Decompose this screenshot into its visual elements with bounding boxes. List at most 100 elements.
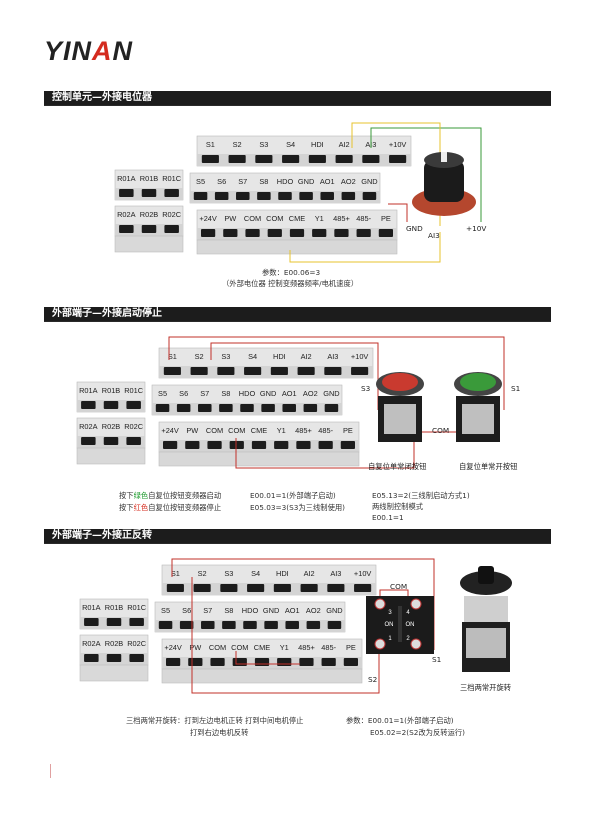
param-b2: 两线制控制模式 <box>372 502 424 511</box>
terminal-label: 485- <box>356 214 371 223</box>
terminal-label: HDI <box>273 352 286 361</box>
terminal-label: S3 <box>259 140 268 149</box>
screw-hole <box>103 401 119 409</box>
screw-hole <box>300 584 318 592</box>
terminal-label: R01B <box>105 603 124 612</box>
terminal-label: GND <box>361 177 377 186</box>
screw-hole <box>214 192 229 200</box>
brand-logo: YINAN <box>44 36 134 66</box>
s1-label: S1 <box>511 384 521 393</box>
screw-hole <box>327 584 345 592</box>
terminal-label: S8 <box>224 606 233 615</box>
terminal-label: S1 <box>168 352 177 361</box>
terminal-label: R01C <box>162 174 182 183</box>
terminal-label: R02B <box>105 639 124 648</box>
switch-screw <box>374 598 386 610</box>
screw-hole <box>282 155 300 163</box>
screw-hole <box>229 441 244 449</box>
terminal-label: S4 <box>248 352 257 361</box>
screw-hole <box>141 189 157 197</box>
screw-hole <box>340 441 355 449</box>
screw-hole <box>163 441 178 449</box>
screw-hole <box>264 621 278 629</box>
screw-hole <box>296 441 311 449</box>
com-label: COM <box>432 426 450 435</box>
screw-hole <box>219 404 233 412</box>
switch-caption: 三档两常开旋转 <box>460 683 512 692</box>
screw-hole <box>222 621 236 629</box>
screw-hole <box>103 437 119 445</box>
terminal-label: R01A <box>117 174 136 183</box>
screw-hole <box>278 192 292 200</box>
terminal-label: +10V <box>351 352 369 361</box>
switch-mark: 2 <box>406 636 410 642</box>
param-description: （外部电位器 控制变频器频率/电机速度） <box>222 279 359 288</box>
screw-hole <box>164 189 179 197</box>
screw-hole <box>321 658 336 666</box>
terminal-label: CME <box>251 426 267 435</box>
terminal-label: S1 <box>171 569 180 578</box>
param-a2: E05.03=3(S3为三线制使用) <box>250 503 346 512</box>
screw-hole <box>106 618 122 626</box>
screw-hole <box>193 192 208 200</box>
screw-hole <box>119 225 134 233</box>
screw-hole <box>297 367 315 375</box>
screw-hole <box>299 192 313 200</box>
s3-label: S3 <box>361 384 371 393</box>
terminal-label: S6 <box>217 177 226 186</box>
terminal-label: AO1 <box>285 606 300 615</box>
screw-hole <box>81 437 96 445</box>
terminal-label: AI3 <box>330 569 341 578</box>
terminal-label: COM <box>244 214 261 223</box>
screw-hole <box>126 401 141 409</box>
screw-hole <box>166 658 181 666</box>
terminal-label: COM <box>206 426 223 435</box>
relay-foot <box>114 235 184 253</box>
wire-com <box>235 651 300 665</box>
terminal-label: S8 <box>221 389 230 398</box>
terminal-label: PE <box>381 214 391 223</box>
screw-hole <box>188 658 203 666</box>
terminal-label: S3 <box>224 569 233 578</box>
page-margin-mark <box>50 764 51 778</box>
terminal-label: AI2 <box>301 352 312 361</box>
note-red-stop: 按下红色自复位按钮变频器停止 <box>119 503 222 512</box>
pot-10v-label: +10V <box>466 224 487 233</box>
param-b: E05.02=2(S2改为反转运行) <box>370 728 466 737</box>
terminal-label: +24V <box>164 643 182 652</box>
s2-label: S2 <box>368 675 378 684</box>
terminal-label: AO1 <box>320 177 335 186</box>
wire-com <box>235 438 415 469</box>
screw-hole <box>141 225 157 233</box>
terminal-label: S7 <box>238 177 247 186</box>
screw-hole <box>232 658 247 666</box>
screw-hole <box>320 192 334 200</box>
param-b3: E00.1=1 <box>372 513 404 522</box>
wire-com-bridge <box>379 589 409 596</box>
screw-hole <box>306 621 321 629</box>
screw-hole <box>251 441 267 449</box>
terminal-label: R01B <box>140 174 159 183</box>
terminal-label: PW <box>186 426 198 435</box>
screw-hole <box>176 404 191 412</box>
screw-hole <box>335 155 353 163</box>
terminal-label: R01B <box>102 386 121 395</box>
wire-10v <box>370 127 482 222</box>
section1-terminals-row-1-base <box>197 154 411 166</box>
screw-hole <box>240 404 254 412</box>
switch-screw <box>374 638 386 650</box>
param-b1: E05.13=2(三线制启动方式1) <box>372 491 470 500</box>
terminal-label: Y1 <box>280 643 289 652</box>
relay-foot <box>79 664 149 682</box>
section-rule <box>44 105 551 106</box>
screw-hole <box>274 441 289 449</box>
terminal-label: R02A <box>82 639 101 648</box>
screw-hole <box>243 621 257 629</box>
terminal-label: R01C <box>124 386 144 395</box>
screw-hole <box>166 584 184 592</box>
terminal-label: PW <box>224 214 236 223</box>
screw-hole <box>81 401 96 409</box>
terminal-label: S8 <box>259 177 268 186</box>
screw-hole <box>84 618 99 626</box>
screw-hole <box>207 441 222 449</box>
